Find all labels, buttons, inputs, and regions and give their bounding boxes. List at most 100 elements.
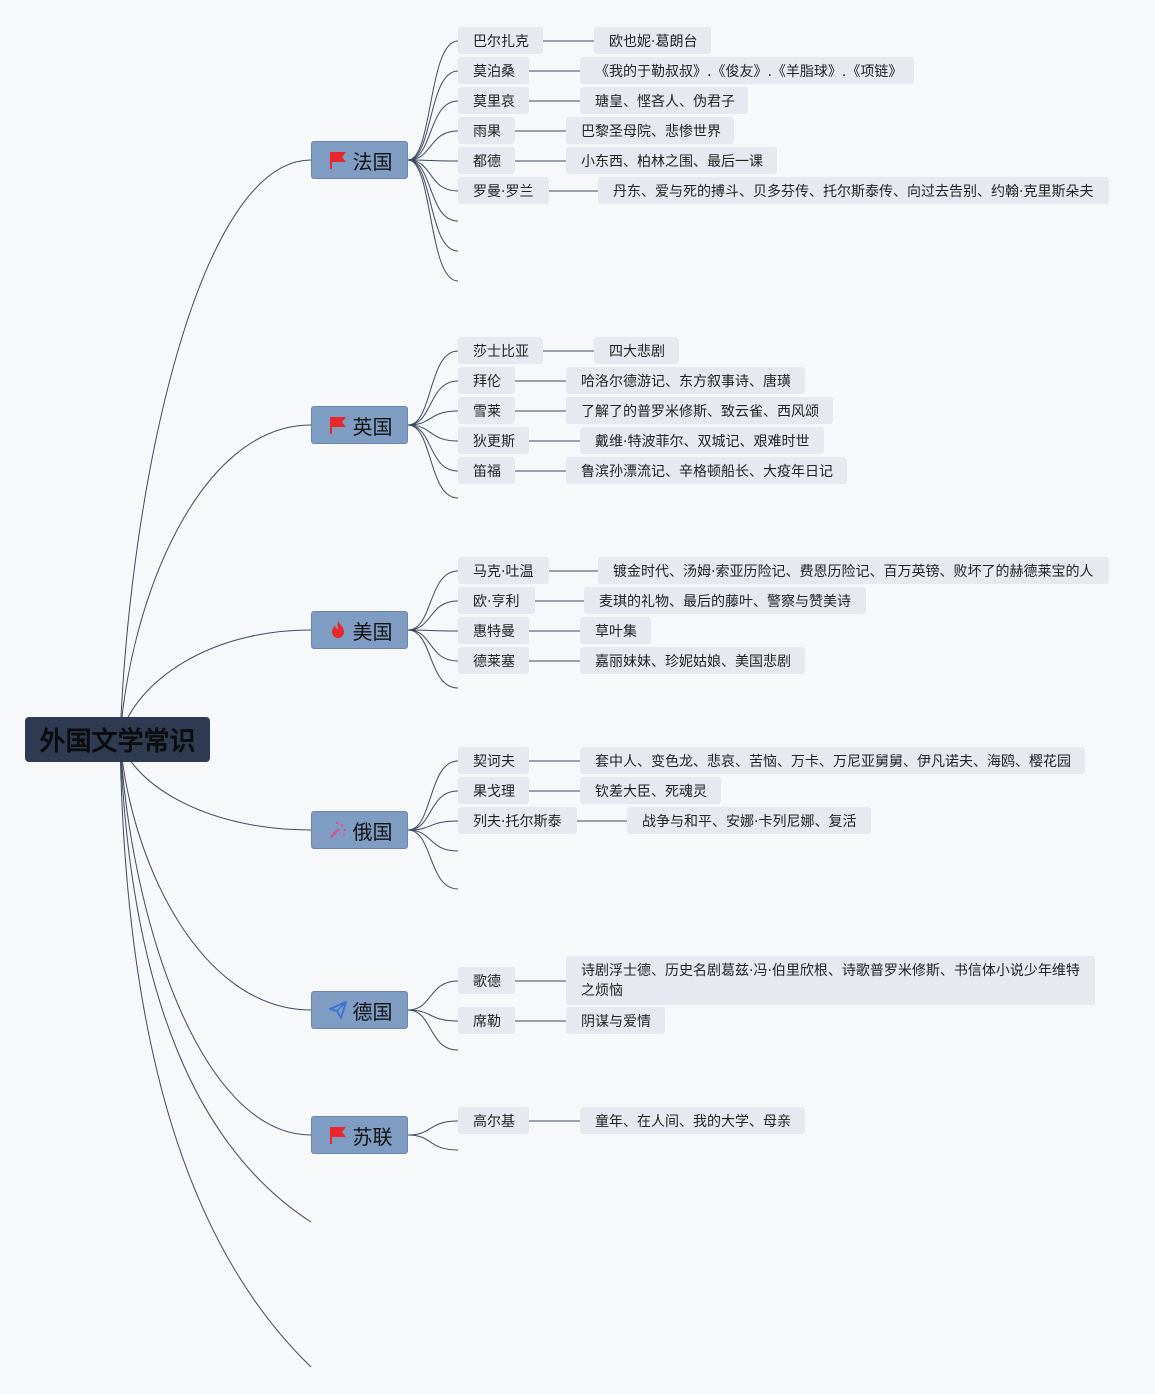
country-label: 苏联: [352, 1124, 393, 1149]
country-node[interactable]: 德国: [311, 991, 408, 1029]
works-node[interactable]: 了解了的普罗米修斯、致云雀、西风颂: [566, 397, 833, 424]
works-label: 镀金时代、汤姆·索亚历险记、费恩历险记、百万英镑、败坏了的赫德莱宝的人: [613, 563, 1094, 580]
works-label: 《我的于勒叔叔》.《俊友》.《羊脂球》.《项链》: [595, 63, 903, 80]
author-label: 巴尔扎克: [473, 33, 529, 50]
works-node[interactable]: 战争与和平、安娜·卡列尼娜、复活: [627, 807, 871, 834]
author-node[interactable]: 拜伦: [458, 367, 515, 394]
author-node[interactable]: 莫里哀: [458, 87, 529, 114]
works-node[interactable]: 哈洛尔德游记、东方叙事诗、唐璜: [566, 367, 805, 394]
flag-icon: [327, 414, 349, 436]
author-node[interactable]: 列夫·托尔斯泰: [458, 807, 577, 834]
works-node[interactable]: 套中人、变色龙、悲哀、苦恼、万卡、万尼亚舅舅、伊凡诺夫、海鸥、樱花园: [580, 747, 1085, 774]
flag-icon: [327, 149, 349, 171]
author-label: 席勒: [473, 1013, 501, 1030]
author-node[interactable]: 雪莱: [458, 397, 515, 424]
author-label: 歌德: [473, 973, 501, 990]
works-node[interactable]: 钦差大臣、死魂灵: [580, 777, 721, 804]
author-label: 狄更斯: [473, 433, 515, 450]
works-node[interactable]: 欧也妮·葛朗台: [594, 27, 711, 54]
works-node[interactable]: 诗剧浮士德、历史名剧葛兹·冯·伯里欣根、诗歌普罗米修斯、书信体小说少年维特之烦恼: [566, 956, 1095, 1005]
author-node[interactable]: 罗曼·罗兰: [458, 177, 549, 204]
author-node[interactable]: 狄更斯: [458, 427, 529, 454]
country-label: 英国: [352, 414, 393, 439]
works-label: 童年、在人间、我的大学、母亲: [595, 1113, 791, 1130]
root-topic[interactable]: 外国文学常识: [25, 717, 210, 762]
works-label: 阴谋与爱情: [581, 1013, 651, 1030]
author-label: 莫泊桑: [473, 63, 515, 80]
author-node[interactable]: 莎士比亚: [458, 337, 543, 364]
author-label: 莫里哀: [473, 93, 515, 110]
author-node[interactable]: 莫泊桑: [458, 57, 529, 84]
magic-wand-icon: [327, 819, 349, 841]
works-label: 四大悲剧: [609, 343, 665, 360]
country-label: 法国: [352, 149, 393, 174]
author-node[interactable]: 雨果: [458, 117, 515, 144]
country-node[interactable]: 俄国: [311, 811, 408, 849]
flag-icon: [327, 1124, 349, 1146]
works-label: 戴维·特波菲尔、双城记、艰难时世: [595, 433, 810, 450]
works-node[interactable]: 丹东、爱与死的搏斗、贝多芬传、托尔斯泰传、向过去告别、约翰·克里斯朵夫: [598, 177, 1109, 204]
author-node[interactable]: 巴尔扎克: [458, 27, 543, 54]
country-node[interactable]: 英国: [311, 406, 408, 444]
fire-icon: [327, 619, 349, 641]
author-node[interactable]: 高尔基: [458, 1107, 529, 1134]
works-node[interactable]: 《我的于勒叔叔》.《俊友》.《羊脂球》.《项链》: [580, 57, 914, 84]
works-node[interactable]: 嘉丽妹妹、珍妮姑娘、美国悲剧: [580, 647, 805, 674]
author-label: 欧·亨利: [473, 593, 520, 610]
author-label: 马克·吐温: [473, 563, 534, 580]
author-label: 拜伦: [473, 373, 501, 390]
author-label: 莎士比亚: [473, 343, 529, 360]
author-node[interactable]: 果戈理: [458, 777, 529, 804]
works-node[interactable]: 瑭皇、悭吝人、伪君子: [580, 87, 748, 114]
author-node[interactable]: 欧·亨利: [458, 587, 535, 614]
works-node[interactable]: 鲁滨孙漂流记、辛格顿船长、大疫年日记: [566, 457, 847, 484]
author-label: 雪莱: [473, 403, 501, 420]
works-label: 小东西、柏林之围、最后一课: [581, 153, 763, 170]
works-label: 巴黎圣母院、悲惨世界: [581, 123, 721, 140]
author-node[interactable]: 马克·吐温: [458, 557, 549, 584]
author-label: 都德: [473, 153, 501, 170]
works-node[interactable]: 四大悲剧: [594, 337, 679, 364]
country-node[interactable]: 苏联: [311, 1116, 408, 1154]
author-node[interactable]: 惠特曼: [458, 617, 529, 644]
country-label: 美国: [352, 619, 393, 644]
author-label: 笛福: [473, 463, 501, 480]
works-label: 了解了的普罗米修斯、致云雀、西风颂: [581, 403, 819, 420]
author-node[interactable]: 都德: [458, 147, 515, 174]
works-node[interactable]: 麦琪的礼物、最后的藤叶、警察与赞美诗: [584, 587, 866, 614]
works-node[interactable]: 巴黎圣母院、悲惨世界: [566, 117, 734, 144]
author-label: 高尔基: [473, 1113, 515, 1130]
works-label: 哈洛尔德游记、东方叙事诗、唐璜: [581, 373, 791, 390]
author-node[interactable]: 德莱塞: [458, 647, 529, 674]
root-topic-label: 外国文学常识: [39, 727, 196, 757]
works-label: 套中人、变色龙、悲哀、苦恼、万卡、万尼亚舅舅、伊凡诺夫、海鸥、樱花园: [595, 753, 1071, 770]
author-label: 惠特曼: [473, 623, 515, 640]
country-label: 德国: [352, 999, 393, 1024]
author-label: 德莱塞: [473, 653, 515, 670]
paper-plane-icon: [327, 999, 349, 1021]
works-label: 鲁滨孙漂流记、辛格顿船长、大疫年日记: [581, 463, 833, 480]
works-node[interactable]: 镀金时代、汤姆·索亚历险记、费恩历险记、百万英镑、败坏了的赫德莱宝的人: [598, 557, 1109, 584]
works-node[interactable]: 戴维·特波菲尔、双城记、艰难时世: [580, 427, 824, 454]
author-label: 列夫·托尔斯泰: [473, 813, 562, 830]
author-label: 雨果: [473, 123, 501, 140]
works-label: 诗剧浮士德、历史名剧葛兹·冯·伯里欣根、诗歌普罗米修斯、书信体小说少年维特之烦恼: [581, 962, 1080, 999]
country-node[interactable]: 法国: [311, 141, 408, 179]
works-node[interactable]: 阴谋与爱情: [566, 1007, 665, 1034]
author-node[interactable]: 笛福: [458, 457, 515, 484]
works-label: 欧也妮·葛朗台: [609, 33, 698, 50]
author-node[interactable]: 席勒: [458, 1007, 515, 1034]
works-label: 丹东、爱与死的搏斗、贝多芬传、托尔斯泰传、向过去告别、约翰·克里斯朵夫: [613, 183, 1094, 200]
country-node[interactable]: 美国: [311, 611, 408, 649]
author-node[interactable]: 契诃夫: [458, 747, 529, 774]
works-label: 草叶集: [595, 623, 637, 640]
works-node[interactable]: 小东西、柏林之围、最后一课: [566, 147, 777, 174]
works-label: 麦琪的礼物、最后的藤叶、警察与赞美诗: [599, 593, 851, 610]
author-node[interactable]: 歌德: [458, 967, 515, 994]
works-label: 嘉丽妹妹、珍妮姑娘、美国悲剧: [595, 653, 791, 670]
works-label: 钦差大臣、死魂灵: [595, 783, 707, 800]
works-node[interactable]: 童年、在人间、我的大学、母亲: [580, 1107, 805, 1134]
works-node[interactable]: 草叶集: [580, 617, 651, 644]
